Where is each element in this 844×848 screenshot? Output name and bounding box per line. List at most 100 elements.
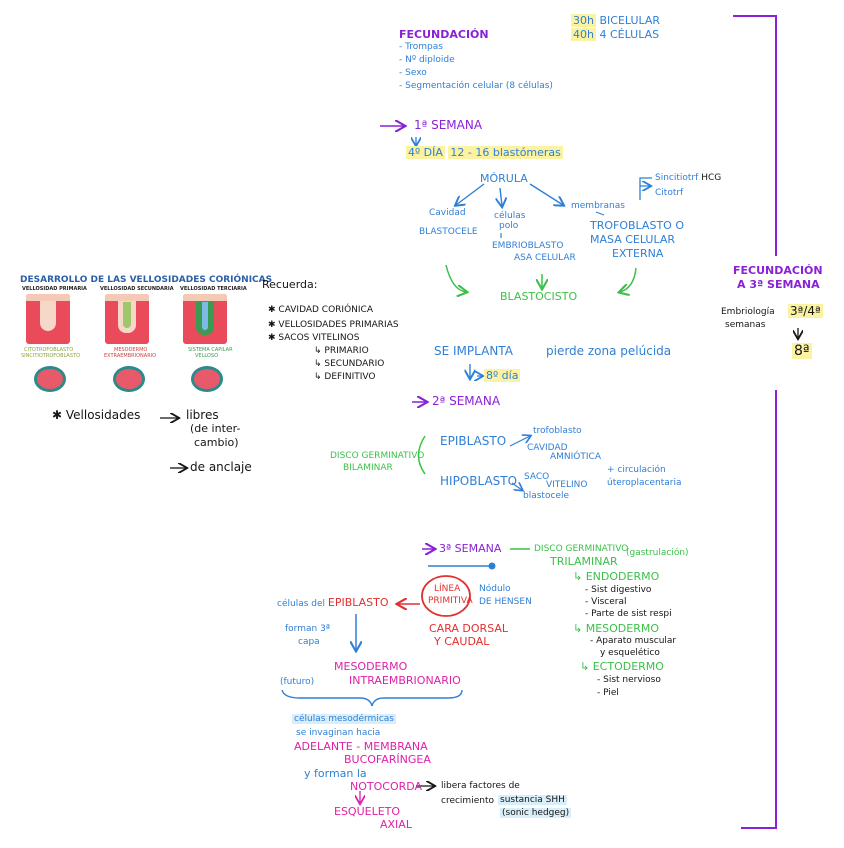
trophoblast-small: trofoblasto <box>533 426 582 436</box>
time-30h: 30h <box>571 14 596 27</box>
caption-tertiary-1: SISTEMA CAPILAR <box>188 347 233 353</box>
fecundation-item-4: - Segmentación celular (8 células) <box>399 81 553 91</box>
mesodermal-cells: células mesodérmicas <box>292 714 396 724</box>
cross-section-secondary <box>113 366 145 392</box>
villi-title: DESARROLLO DE LAS VELLOSIDADES CORIÓNICA… <box>20 275 273 285</box>
side-title-1: FECUNDACIÓN <box>733 264 823 277</box>
crecimiento-label: crecimiento <box>441 796 494 806</box>
forman-label-1: forman 3ª <box>285 624 331 634</box>
embriologia-label: Embriología <box>721 307 775 317</box>
trilaminar-disc-2: TRILAMINAR <box>550 555 618 568</box>
hensen-node-2: DE HENSEN <box>479 597 532 607</box>
caption-secondary-2: EXTRAEMBRIONARIO <box>104 353 157 359</box>
week1-title: 1ª SEMANA <box>414 118 483 132</box>
vellos-libres-1: libres <box>186 408 219 422</box>
shh-label: sustancia SHH <box>498 795 567 805</box>
fecundation-item-1: - Trompas <box>399 42 443 52</box>
futuro-label: (futuro) <box>280 677 315 687</box>
primitive-line-2: PRIMITIVA <box>428 596 473 606</box>
villi-label-tertiary: VELLOSIDAD TERCIARIA <box>180 286 247 292</box>
epiblast-red-label: EPIBLASTO <box>327 596 389 609</box>
polar-label: polo <box>499 221 519 231</box>
time-30h-desc: BICELULAR <box>599 14 661 27</box>
embryoblast-label: EMBRIOBLASTO <box>492 241 564 251</box>
circulation-1: + circulación <box>607 465 666 475</box>
vellos-libres-2: (de inter- <box>190 422 241 435</box>
fecundation-item-2: - Nº diploide <box>399 55 455 65</box>
hypoblast-label: HIPOBLASTO <box>440 474 518 488</box>
amniotic-cavity-2: AMNIÓTICA <box>550 452 601 462</box>
vellos-title: Vellosidades <box>65 408 141 422</box>
yolk-sac-1: SACO <box>524 472 550 482</box>
blastocele-label: BLASTOCELE <box>419 227 478 237</box>
primitive-line-1: LÍNEA <box>434 584 461 594</box>
mesoderm-label: ↳ MESODERMO <box>573 622 660 635</box>
villus-primary-image <box>26 294 70 344</box>
endo-item-3: - Parte de sist respi <box>585 609 672 619</box>
eighth-week: 8ª <box>792 343 812 359</box>
fecundation-title: FECUNDACIÓN <box>399 28 489 41</box>
sincitio-label: Sincitiotrf <box>655 173 699 183</box>
libera-label: libera factores de <box>441 781 520 791</box>
weeks-range: 3ª/4ª <box>788 304 823 318</box>
zona-label: pierde zona pelúcida <box>546 344 672 358</box>
notochord-label: NOTOCORDA <box>350 780 423 793</box>
villi-label-primary: VELLOSIDAD PRIMARIA <box>22 286 87 292</box>
caption-primary-1: CITOTROFOBLASTO <box>24 347 74 353</box>
week3-title: 3ª SEMANA <box>439 542 502 555</box>
ecto-item-2: - Piel <box>597 688 619 698</box>
implant-label: SE IMPLANTA <box>434 344 513 358</box>
intraembryonic-meso-1: MESODERMO <box>334 660 408 673</box>
cross-section-primary <box>34 366 66 392</box>
time-40h: 40h <box>571 28 596 41</box>
trophoblast-label-3: EXTERNA <box>612 247 664 260</box>
axial-skeleton-2: AXIAL <box>380 818 412 831</box>
hcg-label: HCG <box>701 173 722 183</box>
remember-title: Recuerda: <box>262 278 318 291</box>
remember-item-2: VELLOSIDADES PRIMARIAS <box>278 320 399 330</box>
bracket-top <box>733 15 777 256</box>
dorsal-caudal-1: CARA DORSAL <box>429 622 509 635</box>
sonic-label: (sonic hedgeg) <box>500 808 572 818</box>
remember-sub-1: ↳ PRIMARIO <box>314 346 369 356</box>
villi-label-secondary: VELLOSIDAD SECUNDARIA <box>100 286 174 292</box>
membranes-label: membranas <box>571 201 625 211</box>
semanas-label: semanas <box>725 320 766 330</box>
trilaminar-disc-1: DISCO GERMINATIVO <box>534 544 629 554</box>
morula-label: MÓRULA <box>480 172 528 185</box>
endo-item-1: - Sist digestivo <box>585 585 652 595</box>
caption-secondary-1: MESODERMO <box>114 347 148 353</box>
remember-item-3: SACOS VITELINOS <box>278 333 360 343</box>
caption-tertiary-2: VELLOSO <box>195 353 219 359</box>
buccopharyngeal-1: ADELANTE - MEMBRANA <box>294 740 428 753</box>
trophoblast-label-2: MASA CELULAR <box>590 233 676 246</box>
buccopharyngeal-2: BUCOFARÍNGEA <box>344 753 431 766</box>
villi-figure: DESARROLLO DE LAS VELLOSIDADES CORIÓNICA… <box>18 273 272 395</box>
villus-tertiary-image <box>183 294 227 344</box>
hensen-node-1: Nódulo <box>479 584 511 594</box>
intraembryonic-meso-2: INTRAEMBRIONARIO <box>349 674 461 687</box>
caption-primary-2: SINCITIOTROFOBLASTO <box>21 353 81 359</box>
amniotic-cavity-1: CAVIDAD <box>527 443 568 453</box>
trophoblast-label-1: TROFOBLASTO O <box>590 219 684 232</box>
vellos-libres-3: cambio) <box>194 436 239 449</box>
bilaminar-disc-2: BILAMINAR <box>343 463 393 473</box>
yolk-sac-2: VITELINO <box>546 480 588 490</box>
week2-title: 2ª SEMANA <box>432 394 501 408</box>
blastocyst-label: BLASTOCISTO <box>500 290 578 303</box>
remember-sub-2: ↳ SECUNDARIO <box>314 359 385 369</box>
forman-label-2: capa <box>298 637 320 647</box>
endoderm-label: ↳ ENDODERMO <box>573 570 660 583</box>
ecto-item-1: - Sist nervioso <box>597 675 661 685</box>
blastocele-small: blastocele <box>523 491 569 501</box>
vellos-anclaje: de anclaje <box>190 460 252 474</box>
blastomeres-label: 12 - 16 blastómeras <box>448 146 563 159</box>
cavity-label: Cavidad <box>429 208 466 218</box>
endo-item-2: - Visceral <box>585 597 627 607</box>
ectoderm-label: ↳ ECTODERMO <box>580 660 664 673</box>
meso-item-2: y esquelético <box>600 648 660 658</box>
bracket-bottom <box>741 390 777 829</box>
cross-section-tertiary <box>191 366 223 392</box>
gastrulation-label: (gastrulación) <box>626 548 689 558</box>
